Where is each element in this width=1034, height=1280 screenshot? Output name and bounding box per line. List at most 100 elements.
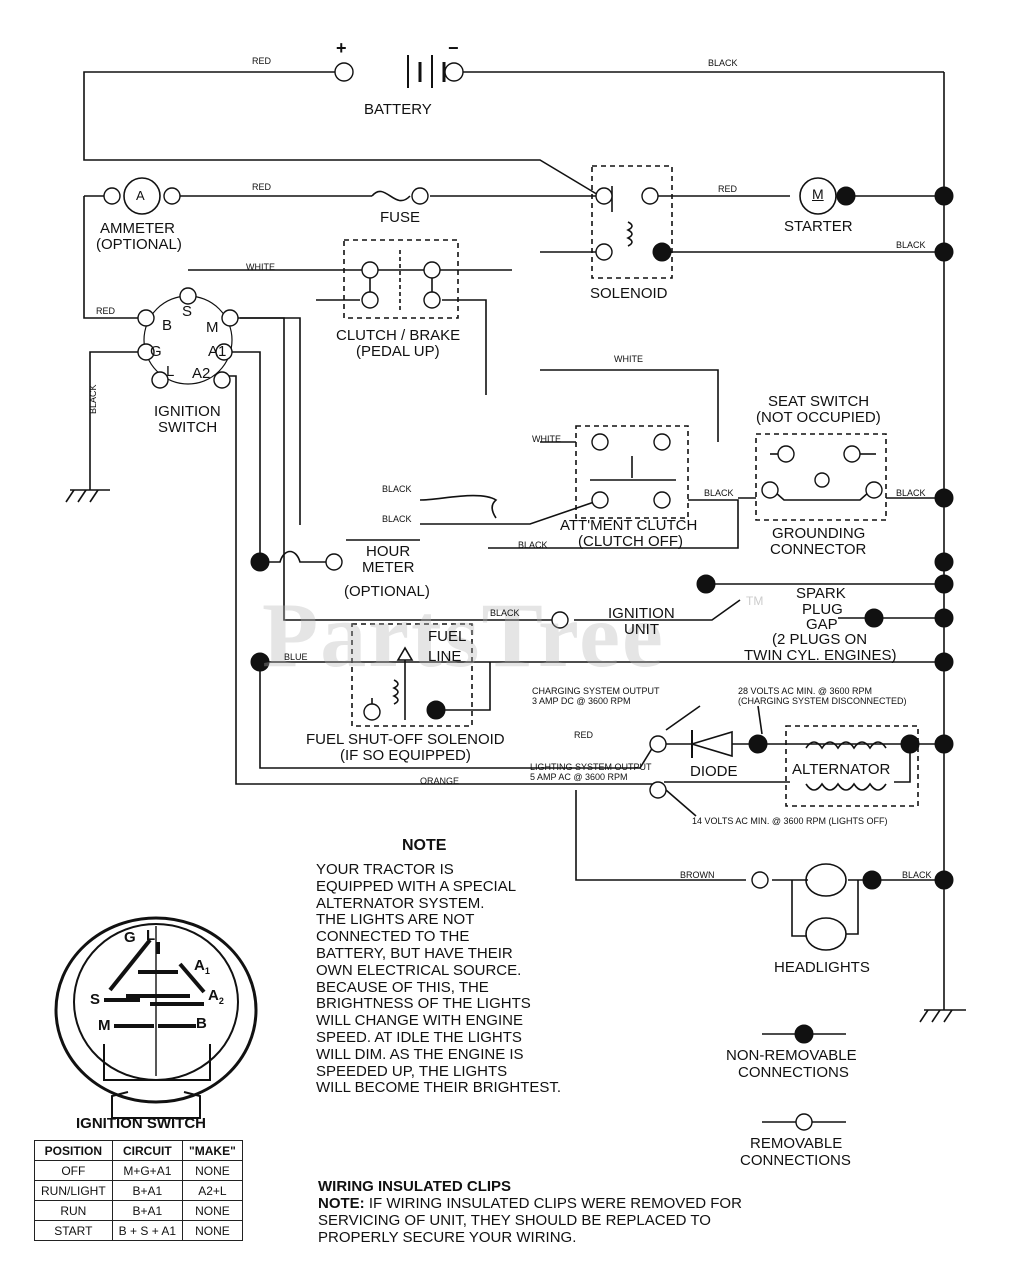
fuel-line-label: FUEL	[428, 628, 467, 645]
ignition-switch-label: IGNITION	[154, 403, 221, 420]
battery-minus: −	[448, 38, 459, 58]
terminal-l: L	[166, 363, 175, 380]
note-line: ALTERNATOR SYSTEM.	[316, 894, 485, 912]
face-a1: A1	[194, 957, 210, 977]
fuel-solenoid-sub: (IF SO EQUIPPED)	[340, 747, 471, 764]
face-g: G	[124, 929, 136, 946]
face-a2: A2	[208, 987, 224, 1007]
grounding-label2: CONNECTOR	[770, 541, 867, 558]
legend-removable2: CONNECTIONS	[740, 1152, 851, 1169]
hour-meter-optional: (OPTIONAL)	[344, 583, 430, 600]
charging-output: CHARGING SYSTEM OUTPUT	[532, 686, 660, 696]
table-cell: NONE	[182, 1220, 243, 1241]
table-row: OFF M+G+A1 NONE	[34, 1160, 243, 1181]
wire-label: BLACK	[382, 484, 412, 494]
table-cell: NONE	[182, 1160, 243, 1181]
note-line: BRIGHTNESS OF THE LIGHTS	[316, 995, 531, 1013]
spark-plug-label4: (2 PLUGS ON	[772, 631, 868, 648]
wire-label: WHITE	[246, 262, 275, 272]
terminal-a2: A2	[192, 365, 211, 382]
ammeter-label: AMMETER	[100, 220, 175, 237]
wire-label: WHITE	[532, 434, 561, 444]
fuel-solenoid-label: FUEL SHUT-OFF SOLENOID	[306, 731, 505, 748]
wire-red-top	[83, 71, 601, 197]
face-s: S	[90, 991, 101, 1008]
watermark: PartsTree	[262, 584, 665, 686]
ignition-unit-label: IGNITION	[608, 605, 675, 622]
wire-label: BLACK	[704, 488, 734, 498]
note-line: BECAUSE OF THIS, THE	[316, 978, 489, 996]
att-clutch-label: ATT'MENT CLUTCH	[560, 517, 698, 534]
note-line: WILL DIM. AS THE ENGINE IS	[316, 1045, 524, 1063]
spark-plug-label3: GAP	[806, 616, 838, 633]
starter-label: STARTER	[784, 218, 853, 235]
charging-output2: 3 AMP DC @ 3600 RPM	[532, 696, 631, 706]
wire-label: RED	[718, 184, 738, 194]
solenoid-label: SOLENOID	[590, 285, 668, 302]
note-line: SPEEDED UP, THE LIGHTS	[316, 1062, 508, 1080]
table-cell: RUN	[34, 1200, 113, 1221]
volts-28: 28 VOLTS AC MIN. @ 3600 RPM	[738, 686, 873, 696]
starter-symbol: M	[812, 186, 824, 202]
note-line: THE LIGHTS ARE NOT	[316, 911, 475, 929]
wire-label: RED	[574, 730, 594, 740]
wire-label: BLACK	[88, 384, 98, 414]
wire-label: RED	[252, 56, 272, 66]
spark-plug-label: SPARK	[796, 585, 846, 602]
grounding-label: GROUNDING	[772, 525, 866, 542]
clutch-brake-label: CLUTCH / BRAKE	[336, 327, 461, 344]
ignition-unit-label2: UNIT	[624, 621, 659, 638]
table-header: CIRCUIT	[111, 1140, 184, 1161]
face-m: M	[98, 1017, 111, 1034]
wire-label: BROWN	[680, 870, 715, 880]
diode-label: DIODE	[690, 763, 738, 780]
lighting-output2: 5 AMP AC @ 3600 RPM	[530, 772, 628, 782]
nonremovable-connection	[836, 186, 856, 206]
note-line: SPEED. AT IDLE THE LIGHTS	[316, 1028, 522, 1046]
wire-label: BLACK	[902, 870, 932, 880]
headlights-label: HEADLIGHTS	[774, 959, 870, 976]
table-row: START B + S + A1 NONE	[34, 1220, 243, 1241]
table-cell: NONE	[182, 1200, 243, 1221]
volts-28-sub: (CHARGING SYSTEM DISCONNECTED)	[738, 696, 907, 706]
wire-label: BLACK	[490, 608, 520, 618]
lighting-output: LIGHTING SYSTEM OUTPUT	[530, 762, 652, 772]
table-header: POSITION	[34, 1140, 113, 1161]
table-cell: OFF	[34, 1160, 113, 1181]
legend-removable: REMOVABLE	[750, 1135, 843, 1152]
clips-line1: NOTE: IF WIRING INSULATED CLIPS WERE REM…	[318, 1195, 742, 1212]
att-clutch-sub: (CLUTCH OFF)	[578, 533, 683, 550]
table-cell: B+A1	[111, 1200, 184, 1221]
table-cell: RUN/LIGHT	[34, 1180, 113, 1201]
face-b: B	[196, 1015, 207, 1032]
fuel-line-label2: LINE	[428, 648, 462, 665]
clips-line3: PROPERLY SECURE YOUR WIRING.	[318, 1229, 577, 1246]
watermark-tm: TM	[746, 594, 764, 608]
alternator-label: ALTERNATOR	[792, 761, 891, 778]
volts-14: 14 VOLTS AC MIN. @ 3600 RPM (LIGHTS OFF)	[692, 816, 888, 826]
hour-meter-label: HOUR	[366, 543, 411, 560]
table-cell: B + S + A1	[111, 1220, 184, 1241]
face-l: L	[146, 927, 156, 944]
terminal-b: B	[162, 317, 173, 334]
clips-section: WIRING INSULATED CLIPS NOTE: IF WIRING I…	[318, 1178, 742, 1246]
table-cell: B+A1	[111, 1180, 184, 1201]
clutch-brake-sub: (PEDAL UP)	[356, 343, 440, 360]
note-title: NOTE	[402, 837, 447, 854]
clips-title: WIRING INSULATED CLIPS	[318, 1178, 512, 1195]
clips-line2: SERVICING OF UNIT, THEY SHOULD BE REPLAC…	[318, 1212, 711, 1229]
legend-nonremovable: NON-REMOVABLE	[726, 1047, 857, 1064]
seat-switch-label: SEAT SWITCH	[768, 393, 870, 410]
hour-meter-label2: METER	[362, 559, 415, 576]
note-line: YOUR TRACTOR IS	[316, 861, 454, 878]
removable-connection	[334, 62, 354, 82]
fuse-label: FUSE	[380, 209, 421, 226]
terminal-s: S	[182, 303, 193, 320]
terminal-a1: A1	[208, 343, 227, 360]
ammeter-symbol: A	[136, 188, 145, 203]
table-cell: A2+L	[182, 1180, 243, 1201]
seat-switch-sub: (NOT OCCUPIED)	[756, 409, 881, 426]
note-line: EQUIPPED WITH A SPECIAL	[316, 877, 517, 895]
table-cell: M+G+A1	[111, 1160, 184, 1181]
